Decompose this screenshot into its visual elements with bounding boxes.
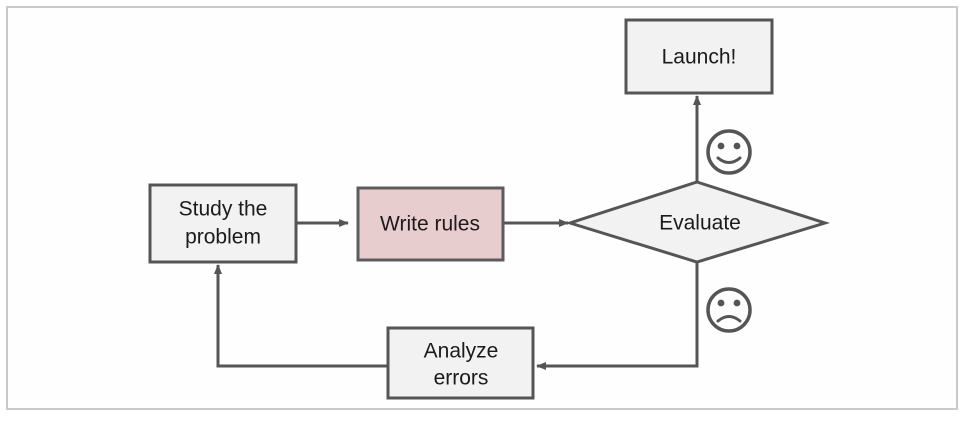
node-analyze-errors-label-line1: Analyze [424,340,499,363]
node-launch[interactable]: Launch! [624,18,774,95]
node-analyze-errors-label-line2: errors [434,367,489,390]
edge-analyze-errors-to-study [214,264,388,368]
node-study-label-line2: problem [185,226,261,249]
sad-face-icon [706,287,752,333]
node-study-label-line1: Study the [179,198,268,221]
node-evaluate-label: Evaluate [659,212,741,235]
node-analyze-errors[interactable]: Analyze errors [386,326,535,400]
node-write-rules[interactable]: Write rules [356,186,505,262]
happy-face-icon [706,129,752,175]
node-evaluate[interactable]: Evaluate [565,180,831,264]
node-study-the-problem[interactable]: Study the problem [148,183,298,264]
edge-evaluate-to-analyze-errors [536,261,699,370]
node-write-rules-label: Write rules [380,213,480,236]
node-launch-label: Launch! [662,46,737,69]
